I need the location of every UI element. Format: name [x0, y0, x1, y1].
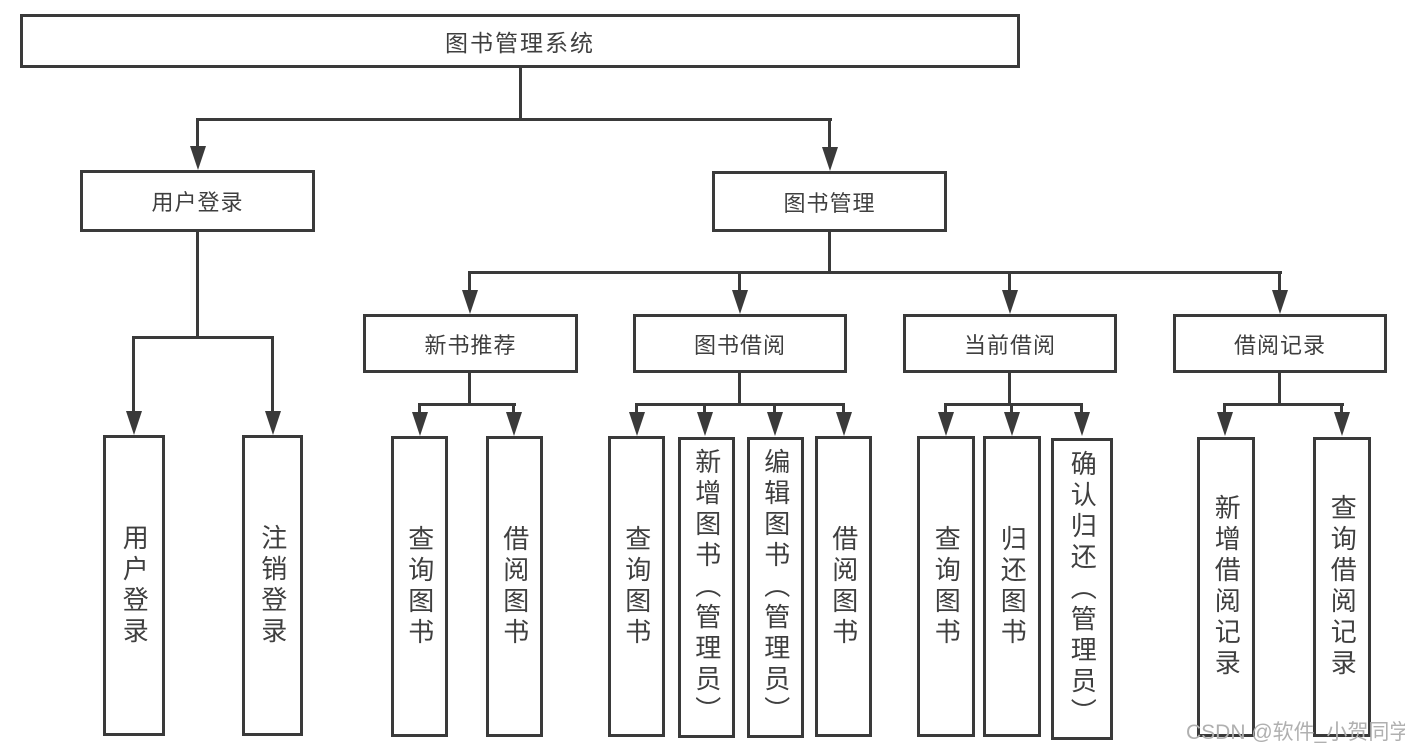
arrow-down-icon: [732, 290, 748, 314]
leaf-return-books: 归还图书: [983, 436, 1041, 737]
arrow-down-icon: [1217, 412, 1233, 436]
arrow-down-icon: [1272, 290, 1288, 314]
connector-g2-stub: [703, 406, 706, 414]
leaf-label: 新增借阅记录: [1211, 494, 1242, 680]
connector-user-stub: [196, 121, 199, 148]
connector-g4-stub: [1223, 406, 1226, 414]
node-root: 图书管理系统: [20, 14, 1020, 68]
connector-g3-stub: [1010, 406, 1013, 414]
arrow-down-icon: [1074, 412, 1090, 436]
arrow-down-icon: [1334, 412, 1350, 436]
connector-group2-stub: [738, 274, 741, 292]
leaf-label: 用户登录: [119, 523, 150, 648]
connector-book-stub: [828, 121, 831, 148]
arrow-down-icon: [1002, 290, 1018, 314]
node-new-book-recommend: 新书推荐: [363, 314, 578, 373]
leaf-query-books-current: 查询图书: [917, 436, 975, 737]
leaf-borrow-books: 借阅图书: [815, 436, 872, 737]
connector-g1-stub: [418, 406, 421, 414]
leaf-label: 归还图书: [997, 524, 1028, 649]
leaf-label: 查询借阅记录: [1327, 494, 1358, 680]
connector-group3-stub: [1008, 274, 1011, 292]
leaf-label: 查询图书: [404, 524, 435, 649]
connector-g3-stub: [1080, 406, 1083, 414]
arrow-down-icon: [462, 290, 478, 314]
connector-level2-hline: [196, 118, 832, 121]
connector-g3-hline: [944, 403, 1083, 406]
node-current-borrow: 当前借阅: [903, 314, 1117, 373]
connector-g2-stub: [635, 406, 638, 414]
node-book-management: 图书管理: [712, 171, 947, 232]
connector-g2-stub: [773, 406, 776, 414]
node-user-login: 用户登录: [80, 170, 315, 232]
leaf-edit-books-admin: 编辑图书（管理员）: [747, 437, 804, 738]
connector-group1-stub: [468, 274, 471, 292]
arrow-down-icon: [822, 147, 838, 171]
connector-g3-vline: [1008, 373, 1011, 405]
connector-user-hline: [132, 336, 274, 339]
leaf-query-borrow-record: 查询借阅记录: [1313, 437, 1371, 737]
connector-g3-stub: [944, 406, 947, 414]
connector-g4-hline: [1223, 403, 1344, 406]
leaf-label: 新增图书（管理员）: [691, 448, 722, 727]
arrow-down-icon: [767, 412, 783, 436]
arrow-down-icon: [629, 412, 645, 436]
connector-g2-hline: [635, 403, 845, 406]
arrow-down-icon: [938, 412, 954, 436]
connector-g4-stub: [1340, 406, 1343, 414]
connector-book-vline: [828, 232, 831, 273]
leaf-label: 注销登录: [257, 523, 288, 648]
connector-groups-hline: [468, 271, 1282, 274]
connector-g2-vline: [738, 373, 741, 405]
leaf-logout: 注销登录: [242, 435, 303, 736]
leaf-label: 借阅图书: [828, 524, 859, 649]
leaf-user-login: 用户登录: [103, 435, 165, 736]
node-borrow-records: 借阅记录: [1173, 314, 1387, 373]
csdn-watermark: CSDN @软件_小贺同学: [1186, 721, 1405, 744]
leaf-add-borrow-record: 新增借阅记录: [1197, 437, 1255, 737]
leaf-label: 编辑图书（管理员）: [760, 448, 791, 727]
leaf-query-books-recommend: 查询图书: [391, 436, 448, 737]
arrow-down-icon: [265, 411, 281, 435]
arrow-down-icon: [697, 412, 713, 436]
arrow-down-icon: [412, 412, 428, 436]
leaf-label: 确认归还（管理员）: [1067, 449, 1098, 729]
leaf-add-books-admin: 新增图书（管理员）: [678, 437, 735, 738]
connector-root-vline: [519, 66, 522, 121]
arrow-down-icon: [836, 412, 852, 436]
leaf-label: 查询图书: [621, 524, 652, 649]
arrow-down-icon: [1004, 412, 1020, 436]
arrow-down-icon: [506, 412, 522, 436]
connector-g1-vline: [468, 373, 471, 405]
node-book-borrow: 图书借阅: [633, 314, 847, 373]
arrow-down-icon: [126, 411, 142, 435]
leaf-label: 查询图书: [931, 524, 962, 649]
arrow-down-icon: [190, 146, 206, 170]
connector-g2-stub: [842, 406, 845, 414]
leaf-borrow-books-recommend: 借阅图书: [486, 436, 543, 737]
connector-user-vline: [196, 232, 199, 338]
connector-user-leaf1-stub: [132, 339, 135, 413]
leaf-confirm-return-admin: 确认归还（管理员）: [1051, 438, 1113, 740]
connector-g1-hline: [418, 403, 516, 406]
connector-group4-stub: [1278, 274, 1281, 292]
leaf-query-books-borrow: 查询图书: [608, 436, 665, 737]
connector-g4-vline: [1278, 373, 1281, 405]
connector-g1-stub: [512, 406, 515, 414]
leaf-label: 借阅图书: [499, 524, 530, 649]
connector-user-leaf2-stub: [271, 339, 274, 413]
